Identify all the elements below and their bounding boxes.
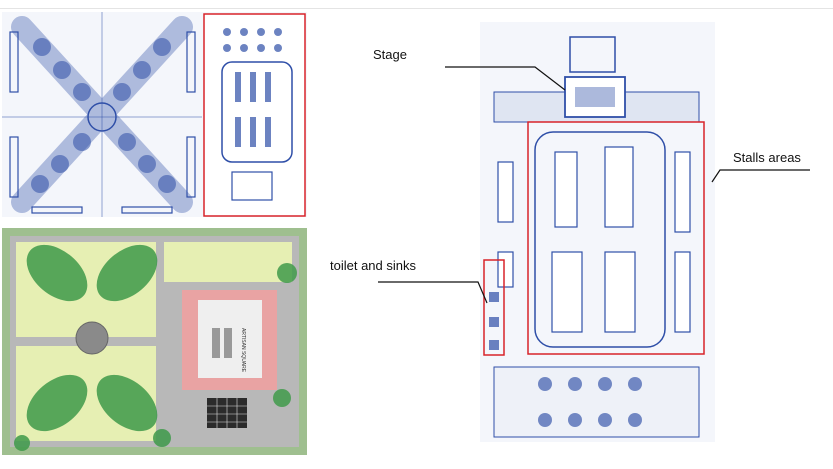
stalls-areas-label: Stalls areas: [733, 150, 801, 165]
stage-label: Stage: [373, 47, 407, 62]
colored-master-plan-drawing: ARTISAN SQUARE: [2, 228, 307, 455]
plaza-sign: ARTISAN SQUARE: [240, 328, 246, 373]
top-divider: [0, 8, 833, 9]
stalls-leader-line: [711, 169, 810, 183]
venue-layout-sketch: [480, 22, 715, 442]
toilet-and-sinks-label: toilet and sinks: [330, 258, 416, 273]
sketch-site-plan: [2, 12, 307, 217]
colored-master-plan: ARTISAN SQUARE: [2, 228, 307, 455]
venue-layout-drawing: [480, 22, 715, 442]
toilet-leader-line: [378, 281, 488, 304]
sketch-site-plan-drawing: [2, 12, 307, 217]
